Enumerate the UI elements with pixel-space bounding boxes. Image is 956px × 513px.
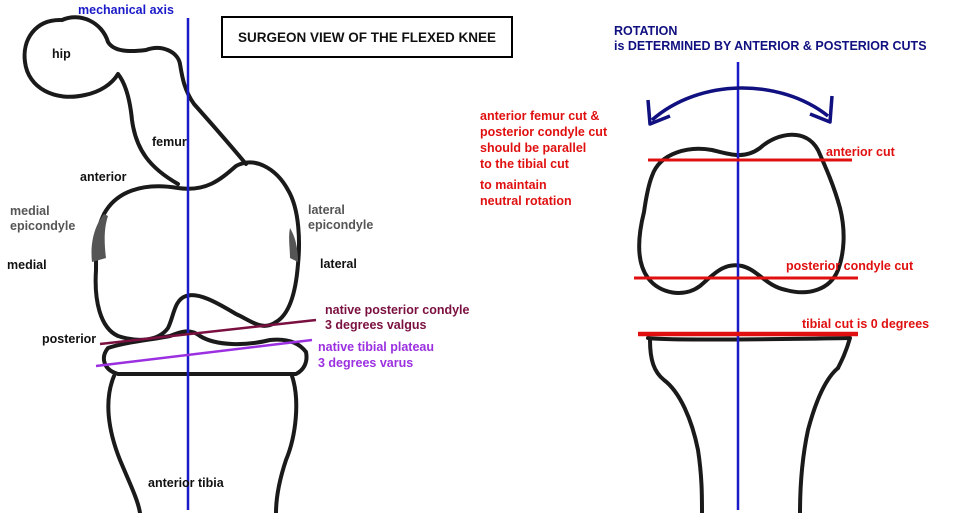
right-femur-outline [637,132,846,295]
right-tibia-shaft-outline [648,338,840,513]
medial-epicondyle-label-2: epicondyle [10,219,75,233]
right-knee-drawing [637,132,852,513]
anterior-label: anterior [80,170,127,184]
native-posterior-condyle-label-1: native posterior condyle [325,303,470,317]
note-line-1: anterior femur cut & [480,109,599,123]
native-tibial-plateau-line [95,338,313,368]
anterior-cut-label: anterior cut [826,145,896,159]
rotation-arc-arrow [650,86,830,122]
mechanical-axis-label: mechanical axis [78,3,174,17]
rotation-title-line2: is DETERMINED BY ANTERIOR & POSTERIOR CU… [614,39,927,53]
note-line-2: posterior condyle cut [480,125,608,139]
left-knee-drawing [22,15,309,513]
femur-label: femur [152,135,187,149]
medial-epicondyle-label-1: medial [10,204,50,218]
lateral-epicondyle-shade [289,228,298,262]
medial-epicondyle-shade [91,214,108,262]
note-line-3: should be parallel [480,141,586,155]
rotation-arrowhead-left [646,99,671,126]
lateral-label: lateral [320,257,357,271]
femur-condyles-outline [93,160,301,342]
lateral-epicondyle-label-2: epicondyle [308,218,373,232]
rotation-arrowhead-right [809,95,834,124]
note-line-5: to maintain [480,178,547,192]
hip-label: hip [52,47,71,61]
posterior-label: posterior [42,332,96,346]
femur-shaft-lateral [60,15,248,166]
hip-head-outline [22,18,180,186]
native-tibial-plateau-label-1: native tibial plateau [318,340,434,354]
medial-label: medial [7,258,47,272]
right-tibia-plateau-outline [646,336,852,370]
note-line-4: to the tibial cut [480,157,570,171]
posterior-condyle-cut-label: posterior condyle cut [786,259,914,273]
diagram-title: SURGEON VIEW OF THE FLEXED KNEE [221,16,513,58]
native-posterior-condyle-line [99,318,317,346]
tibia-shaft-outline [106,374,299,513]
rotation-title-line1: ROTATION [614,24,677,38]
anterior-tibia-label: anterior tibia [148,476,225,490]
native-tibial-plateau-label-2: 3 degrees varus [318,356,413,370]
native-posterior-condyle-label-2: 3 degrees valgus [325,318,426,332]
lateral-epicondyle-label-1: lateral [308,203,345,217]
note-line-6: neutral rotation [480,194,572,208]
tibial-cut-label: tibial cut is 0 degrees [802,317,929,331]
